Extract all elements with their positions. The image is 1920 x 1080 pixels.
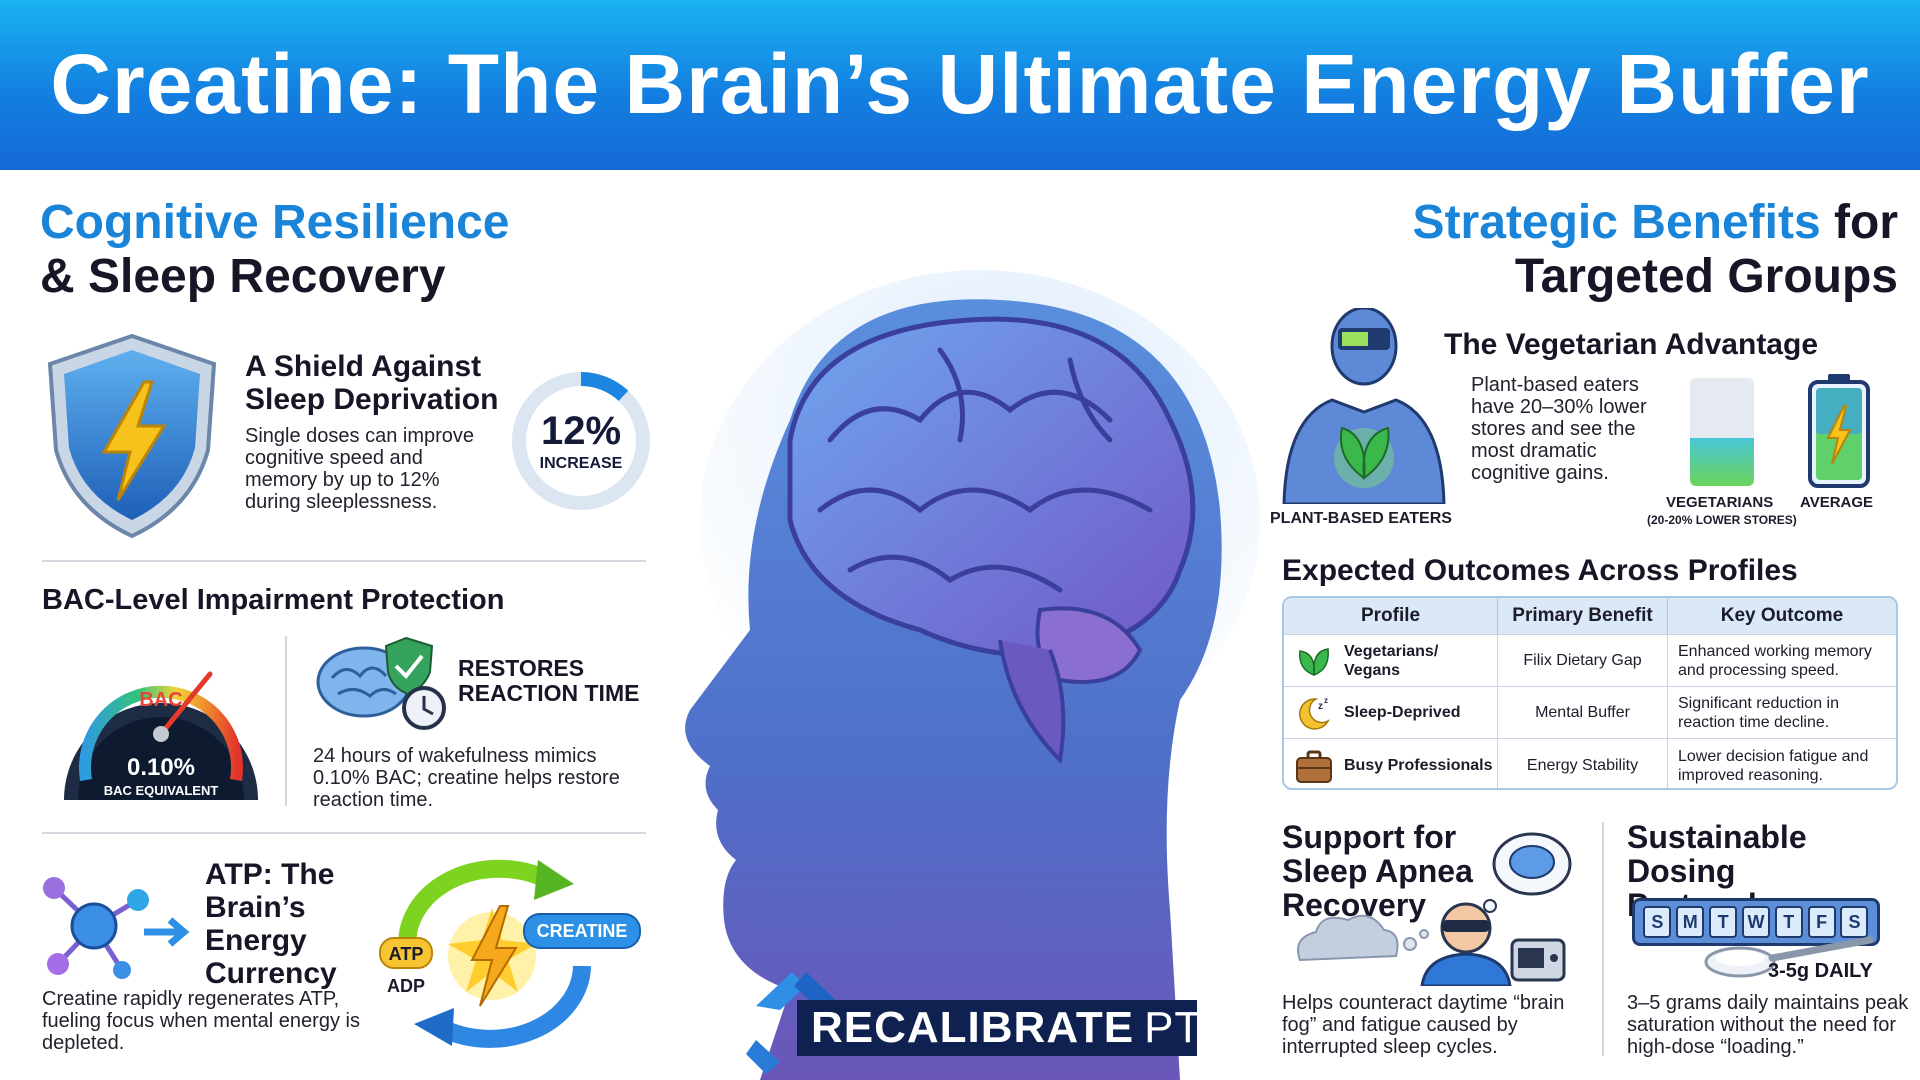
- head-brain-illustration: [685, 270, 1260, 1080]
- day-cell: T: [1774, 906, 1803, 938]
- day-cell: F: [1807, 906, 1836, 938]
- shield-text: Single doses can improve cognitive speed…: [245, 425, 475, 513]
- bac-gauge-icon: BAC 0.10% BAC EQUIVALENT: [63, 671, 258, 800]
- row-benefit: Energy Stability: [1498, 739, 1668, 788]
- header-outcome: Key Outcome: [1720, 605, 1844, 626]
- bac-text: 24 hours of wakefulness mimics 0.10% BAC…: [313, 745, 620, 811]
- atp-cycle-icon: ATP ADP CREATINE: [379, 859, 641, 1048]
- table-row: z z Sleep-Deprived Mental Buffer Signifi…: [1284, 686, 1896, 738]
- vegetarian-bar-fill: [1690, 438, 1754, 486]
- gauge-value: 0.10%: [127, 754, 195, 781]
- adp-label: ADP: [387, 976, 425, 996]
- increase-label: INCREASE: [540, 455, 623, 472]
- shield-icon: [47, 333, 217, 539]
- svg-text:z: z: [1318, 701, 1323, 712]
- molecule-icon: [43, 877, 190, 979]
- brand-suffix: PT: [1144, 1003, 1203, 1052]
- brand-logo: RECALIBRATE PT: [797, 1000, 1201, 1056]
- row-outcome: Significant reduction in reaction time d…: [1678, 694, 1839, 731]
- leaf-icon: [1299, 647, 1329, 676]
- left-divider-2: [42, 832, 646, 834]
- title-banner: Creatine: The Brain’s Ultimate Energy Bu…: [0, 0, 1920, 170]
- bac-title: BAC-Level Impairment Protection: [42, 584, 505, 616]
- creatine-label: CREATINE: [537, 921, 628, 941]
- gauge-label: BAC: [139, 689, 182, 711]
- scoop-icon: [1704, 936, 1874, 978]
- row-profile: Vegetarians/ Vegans: [1344, 642, 1439, 679]
- outcomes-title: Expected Outcomes Across Profiles: [1282, 554, 1798, 587]
- brain-clock-icon: [316, 636, 446, 730]
- vegetarians-label: VEGETARIANS: [1666, 494, 1774, 511]
- row-profile: Busy Professionals: [1344, 757, 1493, 774]
- apnea-text: Helps counteract daytime “brain fog” and…: [1282, 992, 1565, 1058]
- left-divider-1: [42, 560, 646, 562]
- shield-title: A Shield Against Sleep Deprivation: [245, 350, 499, 416]
- day-cell: S: [1643, 906, 1672, 938]
- atp-title: ATP: The Brain’s Energy Currency: [205, 858, 337, 990]
- dose-label: 3-5g DAILY: [1768, 960, 1873, 982]
- briefcase-icon: [1296, 750, 1332, 783]
- row-benefit: Mental Buffer: [1498, 687, 1668, 738]
- outcomes-table: Profile Primary Benefit Key Outcome Vege…: [1282, 596, 1898, 790]
- apnea-title: Support for Sleep Apnea Recovery: [1282, 819, 1473, 923]
- vegetarian-bar: [1690, 378, 1754, 486]
- bac-divider: [285, 636, 287, 806]
- header-benefit: Primary Benefit: [1498, 598, 1668, 634]
- brand-name: RECALIBRATE: [811, 1003, 1135, 1052]
- gauge-caption: BAC EQUIVALENT: [104, 783, 219, 798]
- dosing-text: 3–5 grams daily maintains peak saturatio…: [1627, 992, 1909, 1058]
- svg-text:z: z: [1324, 696, 1328, 705]
- day-cell: T: [1709, 906, 1738, 938]
- day-cell: S: [1840, 906, 1869, 938]
- left-section-title-line2: & Sleep Recovery: [40, 250, 446, 303]
- row-outcome: Lower decision fatigue and improved reas…: [1678, 747, 1869, 784]
- restores-heading: RESTORES REACTION TIME: [458, 655, 640, 706]
- right-title-blue: Strategic Benefits: [1412, 196, 1821, 249]
- vegetarian-text: Plant-based eaters have 20–30% lower sto…: [1471, 374, 1647, 484]
- battery-icon: [1808, 374, 1870, 488]
- moon-icon: z z: [1299, 696, 1330, 730]
- vegetarian-title: The Vegetarian Advantage: [1444, 328, 1819, 361]
- page-title: Creatine: The Brain’s Ultimate Energy Bu…: [50, 37, 1870, 131]
- pill-organizer-icon: S M T W T F S: [1632, 898, 1880, 946]
- row-outcome: Enhanced working memory and processing s…: [1678, 642, 1872, 679]
- day-cell: M: [1676, 906, 1705, 938]
- row-profile: Sleep-Deprived: [1344, 704, 1461, 721]
- header-profile: Profile: [1284, 598, 1498, 634]
- sleeping-person-icon: [1297, 832, 1572, 986]
- increase-progress-ring: 12% INCREASE: [512, 372, 650, 510]
- average-label: AVERAGE: [1800, 494, 1874, 511]
- right-section-title-line1: Strategic Benefits for: [1413, 196, 1898, 250]
- row-benefit: Filix Dietary Gap: [1498, 635, 1668, 686]
- left-section-title-line1: Cognitive Resilience: [40, 196, 510, 249]
- table-row: Busy Professionals Energy Stability Lowe…: [1284, 738, 1896, 788]
- right-section-title-line2: Targeted Groups: [1514, 250, 1898, 303]
- right-title-for: for: [1834, 196, 1898, 249]
- plant-based-caption: PLANT-BASED EATERS: [1270, 510, 1452, 527]
- table-row: Vegetarians/ Vegans Filix Dietary Gap En…: [1284, 634, 1896, 686]
- day-cell: W: [1741, 906, 1770, 938]
- atp-label: ATP: [389, 944, 424, 964]
- atp-text: Creatine rapidly regenerates ATP, fuelin…: [42, 988, 360, 1054]
- table-header: Profile Primary Benefit Key Outcome: [1284, 598, 1896, 634]
- bottom-right-divider: [1602, 822, 1604, 1056]
- plant-person-icon: [1282, 308, 1446, 504]
- vegetarians-sublabel: (20-20% LOWER STORES): [1647, 513, 1797, 527]
- increase-value: 12%: [541, 409, 621, 453]
